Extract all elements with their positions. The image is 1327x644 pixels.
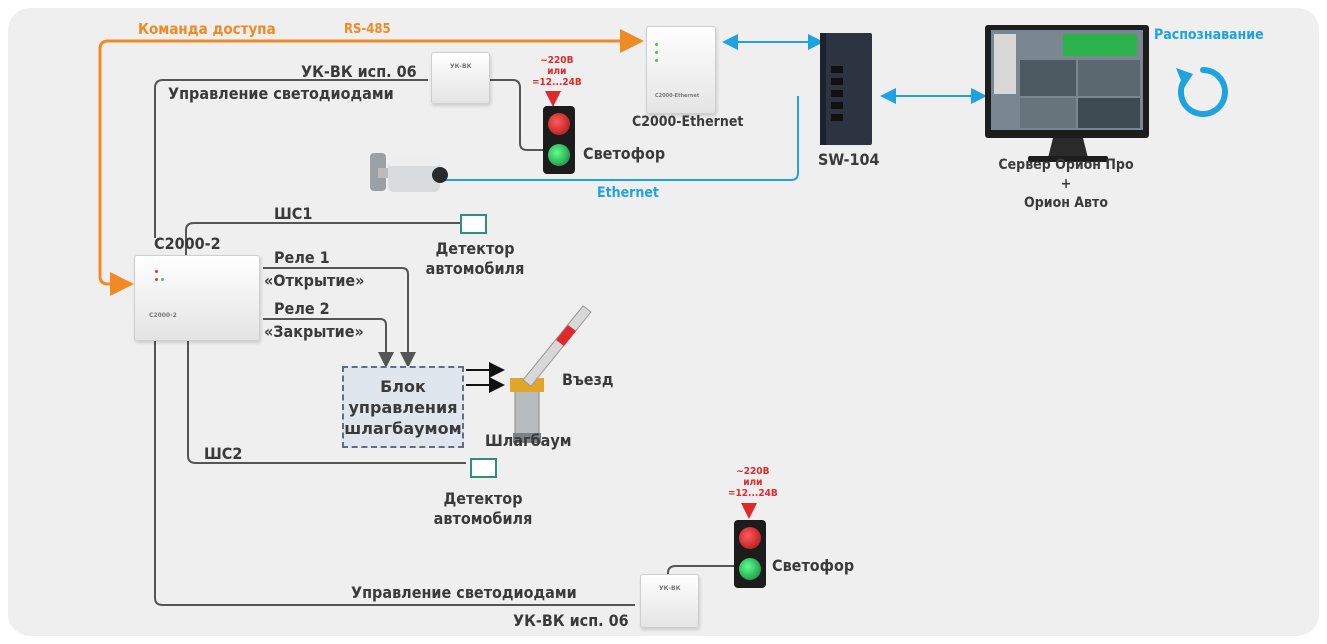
server-label: Сервер Орион Про + Орион Авто — [991, 156, 1141, 213]
traffic-light-bottom-label: Светофор — [772, 556, 855, 575]
entry-label: Въезд — [562, 370, 614, 389]
barrier-control-line2: управления — [348, 397, 458, 417]
detector-bottom-line2: автомобиля — [433, 509, 533, 528]
monitor-device — [985, 25, 1149, 162]
wire-shs2 — [187, 341, 466, 464]
close-label: «Закрытие» — [264, 322, 364, 341]
wire-bottom — [154, 341, 635, 606]
wire-ukvk-to-light — [488, 79, 543, 151]
recognition-label: Распознавание — [1154, 27, 1264, 43]
wire-relay2 — [263, 318, 394, 368]
power-bottom-line2: или — [743, 477, 763, 488]
detector-top-line2: автомобиля — [425, 259, 525, 278]
ukvk-bottom-label: УК-ВК исп. 06 — [513, 611, 629, 630]
red-lamp — [739, 527, 761, 549]
ukvk-top-device: УК-ВК — [431, 52, 490, 104]
red-lamp — [548, 113, 570, 135]
detector-top-line1: Детектор — [435, 239, 515, 258]
green-lamp — [739, 558, 761, 580]
relay1-label: Реле 1 — [274, 248, 330, 267]
ukvk-bottom-tag: УК-ВК — [659, 585, 681, 592]
recognition-icon — [1177, 67, 1228, 117]
detector-bottom-label: Детектор автомобиля — [428, 489, 538, 529]
barrier-control-line1: Блок — [380, 376, 426, 396]
switch-device — [820, 33, 872, 145]
barrier-device — [510, 305, 592, 443]
wire-ukvk-top — [154, 79, 428, 238]
ethernet-label: Ethernet — [597, 185, 659, 201]
diagram-canvas: УК-ВК С2000-Ethernet С2000-2 УК-ВК Блок … — [8, 8, 1319, 636]
wire-ukvk-bottom-to-light — [667, 565, 734, 580]
traffic-light-top — [543, 106, 575, 174]
shs2-label: ШС2 — [204, 444, 243, 463]
server-line3: Орион Авто — [1024, 195, 1108, 211]
rs485-line — [98, 39, 628, 296]
access-command-label: Команда доступа — [138, 20, 276, 38]
ukvk-bottom-device: УК-ВК — [640, 574, 699, 628]
wire-shs1 — [185, 222, 460, 256]
shs1-label: ШС1 — [274, 204, 313, 223]
detector-bottom-line1: Детектор — [443, 489, 523, 508]
c2000-ethernet-tag: С2000-Ethernet — [655, 93, 700, 99]
ukvk-top-tag: УК-ВК — [450, 63, 472, 70]
c2000-2-tag: С2000-2 — [149, 312, 177, 319]
wire-relay1 — [263, 267, 416, 368]
power-bottom-label: ~220В или =12...24В — [728, 466, 778, 499]
rs485-label: RS-485 — [344, 22, 391, 37]
detector-top-icon — [460, 214, 487, 234]
traffic-light-bottom — [734, 520, 766, 588]
c2000-2-label: С2000-2 — [154, 234, 221, 253]
green-lamp — [548, 144, 570, 166]
sw104-label: SW-104 — [818, 150, 880, 169]
detector-top-label: Детектор автомобиля — [420, 239, 530, 279]
power-top-line3: =12...24В — [532, 77, 582, 88]
c2000-ethernet-device: С2000-Ethernet — [646, 26, 716, 114]
relay2-label: Реле 2 — [274, 299, 330, 318]
server-line1: Сервер Орион Про — [998, 157, 1134, 173]
power-top-label: ~220В или =12...24В — [532, 55, 582, 88]
camera-device — [370, 153, 448, 192]
c2000-2-device: С2000-2 — [134, 255, 260, 341]
detector-bottom-icon — [470, 458, 497, 478]
server-line2: + — [1060, 176, 1072, 192]
power-top-line2: или — [547, 66, 567, 77]
led-control-bottom-label: Управление светодиодами — [351, 583, 577, 602]
wires-layer — [98, 25, 1228, 606]
power-top-line1: ~220В — [540, 55, 574, 66]
barrier-control-block: Блок управления шлагбаумом — [342, 366, 464, 448]
ukvk-top-label: УК-ВК исп. 06 — [301, 62, 417, 81]
barrier-control-line3: шлагбаумом — [344, 418, 462, 438]
led-control-top-label: Управление светодиодами — [168, 84, 394, 103]
power-bottom-line1: ~220В — [736, 466, 770, 477]
open-label: «Открытие» — [264, 271, 365, 290]
barrier-label: Шлагбаум — [485, 431, 572, 450]
eth-camera-line — [438, 96, 799, 181]
c2000-ethernet-label: С2000-Ethernet — [632, 114, 744, 130]
power-bottom-line3: =12...24В — [728, 488, 778, 499]
traffic-light-top-label: Светофор — [583, 144, 666, 163]
